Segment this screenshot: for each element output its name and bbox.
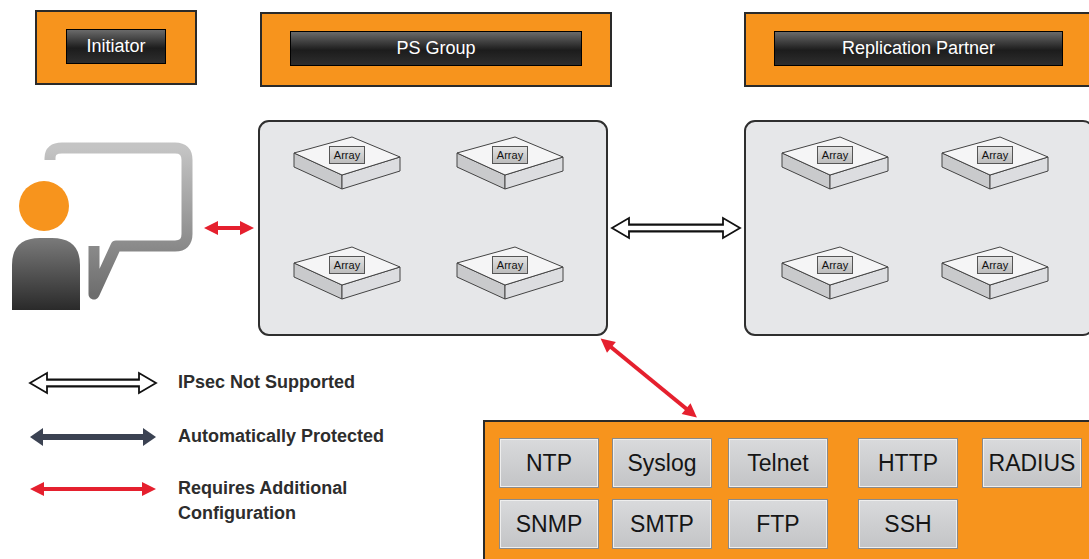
header-label: Replication Partner [774,31,1063,66]
group-title: PS Group [396,38,475,59]
array-name: Array [982,149,1008,161]
group-header: Replication Partner [744,12,1089,87]
header-label: PS Group [290,31,582,66]
service-box: HTTP [858,438,958,488]
array-shape [292,135,402,195]
group-header: Initiator [35,10,197,85]
array-shape [292,245,402,305]
array-name: Array [497,149,523,161]
config-link [204,221,254,235]
legend-text: IPsec Not Supported [178,370,355,395]
array-name: Array [822,149,848,161]
array-group-panel: PS GroupArrayArrayArrayArray [258,120,608,336]
array-shape [780,135,890,195]
person-head [19,181,69,231]
array-name: Array [334,259,360,271]
array-shape [940,245,1050,305]
service-box: RADIUS [982,438,1082,488]
legend-sample [30,428,156,446]
storage-array: Array [455,135,565,195]
legend-text: Automatically Protected [178,424,384,449]
service-name: SNMP [516,511,582,538]
array-label: Array [329,146,365,164]
legend-text: Requires Additional Configuration [178,476,393,526]
service-box: SMTP [612,499,712,549]
array-name: Array [334,149,360,161]
array-label: Array [977,146,1013,164]
service-box: FTP [728,499,828,549]
array-shape [455,245,565,305]
storage-array: Array [292,245,402,305]
storage-array: Array [455,245,565,305]
array-label: Array [329,256,365,274]
service-name: Syslog [627,450,696,477]
storage-array: Array [780,245,890,305]
person-body [12,238,80,310]
storage-array: Array [292,135,402,195]
replication-link [612,218,740,238]
service-name: HTTP [878,450,938,477]
group-title: Replication Partner [842,38,995,59]
service-name: FTP [756,511,799,538]
service-name: RADIUS [989,450,1076,477]
service-box: SSH [858,499,958,549]
array-name: Array [822,259,848,271]
array-shape [940,135,1050,195]
initiator-group: Initiator [10,10,200,312]
array-label: Array [492,256,528,274]
array-shape [780,245,890,305]
service-box: SNMP [499,499,599,549]
legend-sample [30,482,156,496]
service-name: NTP [526,450,572,477]
array-label: Array [977,256,1013,274]
storage-array: Array [780,135,890,195]
array-label: Array [817,256,853,274]
service-name: SSH [884,511,931,538]
storage-array: Array [940,135,1050,195]
service-box: Syslog [612,438,712,488]
storage-array: Array [940,245,1050,305]
group-header: PS Group [260,12,612,87]
array-label: Array [492,146,528,164]
legend-entry: Requires Additional Configuration [178,476,393,526]
array-shape [455,135,565,195]
service-box: Telnet [728,438,828,488]
array-label: Array [817,146,853,164]
config-link [601,339,697,418]
array-name: Array [982,259,1008,271]
array-group-panel: Replication PartnerArrayArrayArrayArray [744,120,1089,336]
legend-entry: IPsec Not Supported [178,370,438,395]
legend-sample [30,373,156,393]
group-title: Initiator [86,36,145,57]
array-name: Array [497,259,523,271]
legend-entry: Automatically Protected [178,424,438,449]
service-name: Telnet [747,450,808,477]
service-panel: NTP Syslog Telnet HTTP RADIUS SNMP SMTP FTP SSH [483,420,1089,559]
service-name: SMTP [630,511,694,538]
service-box: NTP [499,438,599,488]
header-label: Initiator [66,29,166,64]
